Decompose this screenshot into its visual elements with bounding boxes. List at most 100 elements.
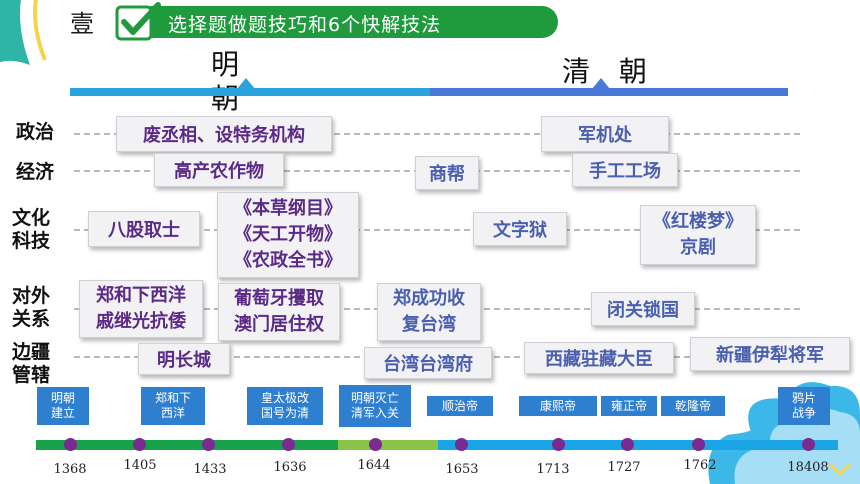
box-ili-general-text: 新疆伊犁将军 bbox=[716, 345, 824, 366]
event-kangxi: 康熙帝 bbox=[519, 396, 597, 416]
event-text-line: 清军入关 bbox=[350, 406, 399, 420]
book-hongloumeng: 《红楼梦》 bbox=[653, 211, 743, 232]
box-taiwan-prefecture-text: 台湾台湾府 bbox=[383, 354, 473, 375]
box-handicraft-workshops-text: 手工工场 bbox=[589, 161, 661, 182]
book-tiangong-kaiwu: 《天工开物》 bbox=[234, 224, 342, 245]
book-nongzheng-quanshu: 《农政全书》 bbox=[234, 250, 342, 271]
box-tibet-amban: 西藏驻藏大臣 bbox=[524, 342, 674, 374]
timeline-dot bbox=[133, 438, 146, 451]
category-culture-line1: 文化 bbox=[12, 207, 51, 229]
timeline-dot bbox=[282, 438, 295, 451]
event-text-line: 皇太极改 bbox=[260, 391, 309, 405]
ming-era-bar bbox=[70, 88, 430, 96]
timeline-dot bbox=[202, 438, 215, 451]
event-shunzhi: 顺治帝 bbox=[427, 396, 493, 416]
box-eight-legged-essay: 八股取士 bbox=[88, 211, 200, 247]
event-hong-taiji: 皇太极改 国号为清 bbox=[247, 387, 323, 425]
box-abolish-chancellor: 废丞相、设特务机构 bbox=[116, 116, 332, 152]
event-text-line: 国号为清 bbox=[260, 406, 309, 420]
box-merchant-guilds-text: 商帮 bbox=[429, 164, 465, 185]
box-portugal-macau: 葡萄牙攫取 澳门居住权 bbox=[218, 283, 340, 341]
category-politics: 政治 bbox=[16, 121, 55, 143]
box-literary-inquisition-text: 文字狱 bbox=[493, 220, 547, 241]
peking-opera: 京剧 bbox=[680, 237, 716, 258]
box-high-yield-crops: 高产农作物 bbox=[154, 153, 284, 187]
box-grand-council: 军机处 bbox=[541, 116, 669, 152]
category-foreign-line2: 关系 bbox=[12, 308, 51, 330]
recover-taiwan: 复台湾 bbox=[402, 314, 456, 335]
box-ming-classics: 《本草纲目》 《天工开物》 《农政全书》 bbox=[217, 192, 359, 278]
event-text-line: 西洋 bbox=[160, 406, 185, 420]
box-closed-door-policy: 闭关锁国 bbox=[591, 292, 695, 326]
timeline-transition-segment bbox=[338, 440, 438, 450]
year-label: 1433 bbox=[193, 462, 227, 477]
category-frontier-line2: 管辖 bbox=[12, 364, 51, 386]
zheng-chenggong: 郑成功收 bbox=[393, 288, 465, 309]
event-opium-war: 鸦片 战争 bbox=[778, 387, 830, 425]
year-label: 1653 bbox=[445, 462, 479, 477]
timeline-dot bbox=[692, 438, 705, 451]
qi-jiguang-wokou: 戚继光抗倭 bbox=[96, 311, 186, 332]
box-eight-legged-essay-text: 八股取士 bbox=[108, 220, 180, 241]
box-closed-door-policy-text: 闭关锁国 bbox=[607, 300, 679, 321]
box-zheng-chenggong-taiwan: 郑成功收 复台湾 bbox=[377, 283, 481, 341]
category-foreign-line1: 对外 bbox=[12, 285, 51, 307]
timeline-dot bbox=[369, 438, 382, 451]
event-qianlong: 乾隆帝 bbox=[661, 396, 725, 416]
zheng-he-voyages: 郑和下西洋 bbox=[96, 285, 186, 306]
year-label: 1762 bbox=[683, 458, 717, 473]
box-high-yield-crops-text: 高产农作物 bbox=[174, 161, 264, 182]
box-abolish-chancellor-text: 废丞相、设特务机构 bbox=[143, 125, 305, 146]
event-text-line: 建立 bbox=[50, 406, 75, 420]
event-zheng-he: 郑和下 西洋 bbox=[141, 387, 205, 425]
year-label: 1713 bbox=[536, 462, 570, 477]
timeline-dot bbox=[802, 438, 815, 451]
box-zheng-he-qi-jiguang: 郑和下西洋 戚继光抗倭 bbox=[79, 280, 203, 338]
category-foreign: 对外 关系 bbox=[12, 285, 50, 331]
section-number: 壹 bbox=[70, 10, 94, 38]
event-text-line: 明朝灭亡 bbox=[350, 391, 399, 405]
event-text-line: 郑和下 bbox=[154, 391, 191, 405]
year-label: 1368 bbox=[53, 462, 87, 477]
macau-residence: 澳门居住权 bbox=[234, 314, 324, 335]
event-text-line: 康熙帝 bbox=[539, 398, 576, 413]
box-ili-general: 新疆伊犁将军 bbox=[690, 337, 850, 371]
event-ming-founded: 明朝 建立 bbox=[37, 387, 89, 425]
timeline-ming-segment bbox=[36, 440, 338, 450]
year-label: 1636 bbox=[273, 460, 307, 475]
category-culture: 文化 科技 bbox=[12, 207, 50, 253]
box-tibet-amban-text: 西藏驻藏大臣 bbox=[545, 349, 653, 370]
timeline-dot bbox=[64, 438, 77, 451]
corner-decoration bbox=[0, 0, 47, 65]
box-great-wall-text: 明长城 bbox=[157, 350, 211, 371]
event-ming-falls: 明朝灭亡 清军入关 bbox=[339, 385, 411, 427]
checkmark-icon bbox=[115, 2, 161, 41]
header-banner bbox=[150, 6, 558, 38]
year-label: 1644 bbox=[357, 458, 391, 473]
box-great-wall: 明长城 bbox=[138, 343, 230, 375]
box-taiwan-prefecture: 台湾台湾府 bbox=[364, 347, 492, 379]
book-bencao-gangmu: 《本草纲目》 bbox=[234, 198, 342, 219]
category-frontier-line1: 边疆 bbox=[12, 341, 51, 363]
timeline-qing-segment bbox=[438, 440, 838, 450]
header-title: 选择题做题技巧和6个快解技法 bbox=[168, 14, 442, 36]
row-guide-culture bbox=[74, 229, 800, 231]
box-grand-council-text: 军机处 bbox=[578, 125, 632, 146]
event-yongzheng: 雍正帝 bbox=[601, 396, 657, 416]
year-label: 18408 bbox=[787, 460, 829, 475]
event-text-line: 明朝 bbox=[50, 391, 75, 405]
box-literary-inquisition: 文字狱 bbox=[473, 212, 567, 246]
year-label: 1727 bbox=[607, 460, 641, 475]
portugal-seized: 葡萄牙攫取 bbox=[234, 288, 324, 309]
era-ming-label: 明朝 bbox=[210, 48, 239, 115]
box-merchant-guilds: 商帮 bbox=[415, 156, 479, 190]
timeline-dot bbox=[552, 438, 565, 451]
event-text-line: 乾隆帝 bbox=[674, 398, 711, 413]
event-text-line: 战争 bbox=[791, 406, 816, 420]
event-text-line: 鸦片 bbox=[791, 391, 816, 405]
ming-marker-icon bbox=[237, 78, 255, 89]
qing-marker-icon bbox=[592, 78, 610, 89]
event-text-line: 雍正帝 bbox=[610, 398, 647, 413]
category-economy: 经济 bbox=[16, 161, 55, 183]
category-frontier: 边疆 管辖 bbox=[12, 341, 50, 387]
